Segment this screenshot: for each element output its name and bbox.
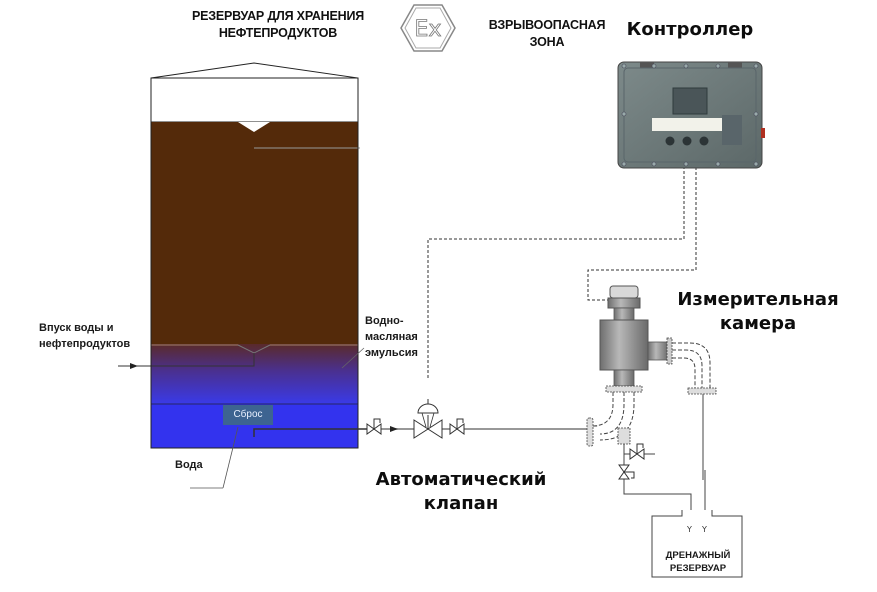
controller-button[interactable] bbox=[682, 136, 692, 146]
tank-outline bbox=[150, 77, 359, 449]
gate-valve-icon[interactable] bbox=[618, 464, 635, 480]
controller-display bbox=[672, 87, 708, 115]
storage-tank bbox=[118, 62, 365, 489]
controller-label: Контроллер bbox=[626, 19, 754, 40]
hazard-zone-line2: ЗОНА bbox=[529, 35, 565, 49]
inlet-label: Впуск воды и нефтепродуктов bbox=[39, 320, 149, 352]
oil-layer bbox=[151, 122, 358, 344]
svg-text:Y: Y bbox=[701, 525, 707, 534]
gate-valve-icon[interactable] bbox=[629, 443, 645, 460]
drain-tank-line2: РЕЗЕРВУАР bbox=[669, 563, 727, 574]
auto-valve-line2: клапан bbox=[423, 493, 499, 514]
measuring-chamber-device[interactable] bbox=[586, 285, 717, 447]
controller-button[interactable] bbox=[699, 136, 709, 146]
chamber-cap bbox=[609, 285, 639, 299]
svg-text:Y: Y bbox=[686, 525, 692, 534]
auto-valve-label: Автоматический клапан bbox=[368, 468, 554, 516]
controller-device[interactable] bbox=[617, 61, 765, 169]
emulsion-line3: эмульсия bbox=[365, 347, 418, 359]
flow-arrow-icon bbox=[390, 426, 398, 432]
hazard-zone-line1: ВЗРЫВООПАСНАЯ bbox=[488, 18, 606, 32]
inlet-line2: нефтепродуктов bbox=[39, 338, 131, 350]
gate-valve-icon[interactable] bbox=[366, 418, 382, 435]
tank-title-line1: РЕЗЕРВУАР ДЛЯ ХРАНЕНИЯ bbox=[191, 9, 365, 23]
measuring-chamber-line2: камера bbox=[719, 313, 797, 334]
inlet-line1: Впуск воды и bbox=[39, 322, 114, 334]
ex-hazard-icon: Ex bbox=[400, 4, 456, 52]
tank-title: РЕЗЕРВУАР ДЛЯ ХРАНЕНИЯ НЕФТЕПРОДУКТОВ bbox=[172, 8, 384, 42]
tank-roof bbox=[150, 62, 359, 123]
water-label: Вода bbox=[175, 459, 203, 471]
measuring-chamber-line1: Измерительная bbox=[677, 289, 839, 310]
chamber-signal-line bbox=[587, 168, 697, 301]
inlet-arrow-icon bbox=[130, 363, 138, 369]
signal-lines bbox=[427, 168, 697, 378]
discharge-line bbox=[253, 426, 590, 437]
valve-signal-line bbox=[427, 168, 685, 378]
hazard-zone-label: ВЗРЫВООПАСНАЯ ЗОНА bbox=[478, 17, 616, 51]
drain-tank-line1: ДРЕНАЖНЫЙ bbox=[665, 550, 731, 561]
discharge-button[interactable]: Сброс bbox=[223, 405, 273, 425]
drain-lines bbox=[623, 394, 706, 527]
drain-tank-label: ДРЕНАЖНЫЙ РЕЗЕРВУАР bbox=[655, 549, 741, 575]
controller-label-plate bbox=[652, 118, 728, 131]
oil-level-marker bbox=[238, 122, 270, 132]
gate-valve-icon[interactable] bbox=[449, 418, 465, 435]
drain-tank: Y Y bbox=[651, 510, 743, 578]
emulsion-leader-line bbox=[341, 347, 365, 369]
emulsion-label: Водно- масляная эмульсия bbox=[365, 313, 445, 361]
emulsion-line2: масляная bbox=[365, 331, 418, 343]
water-leader-line bbox=[222, 426, 239, 489]
emulsion-probe-line bbox=[118, 353, 255, 367]
controller-button[interactable] bbox=[665, 136, 675, 146]
control-valve-icon[interactable] bbox=[413, 399, 443, 439]
measuring-chamber-label: Измерительная камера bbox=[668, 288, 848, 336]
ex-symbol-text: Ex bbox=[415, 17, 442, 42]
emulsion-line1: Водно- bbox=[365, 315, 404, 327]
tank-title-line2: НЕФТЕПРОДУКТОВ bbox=[218, 26, 338, 40]
auto-valve-line1: Автоматический bbox=[375, 469, 547, 490]
